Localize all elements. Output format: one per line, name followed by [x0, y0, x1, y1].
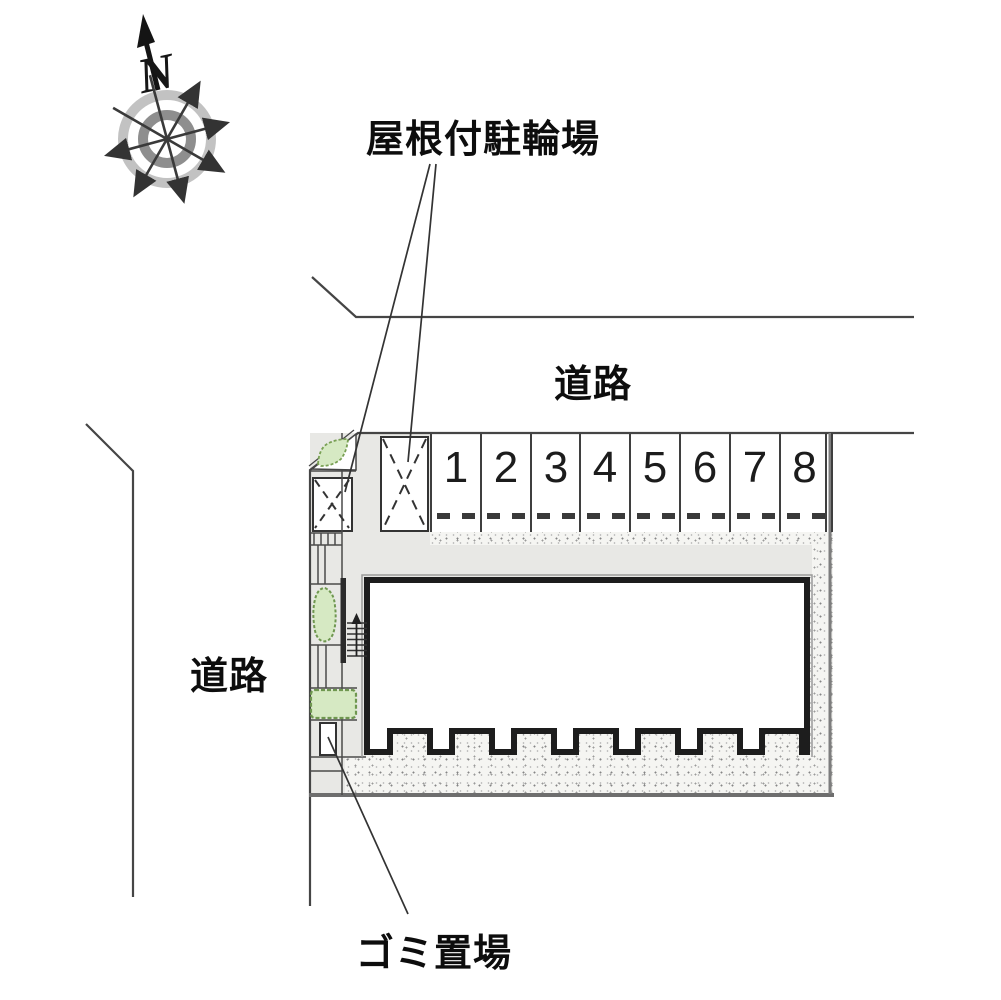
covered-bicycle-parking-box-1 — [312, 477, 353, 532]
garbage-spot-box — [319, 722, 337, 756]
stall-number: 2 — [493, 443, 519, 492]
parking-stall-8: 8 — [779, 433, 828, 532]
covered-bicycle-parking-box-2 — [380, 436, 429, 532]
road-left-line — [85, 423, 135, 897]
parking-stall-5: 5 — [629, 433, 679, 532]
stall-number: 6 — [692, 443, 718, 492]
stall-number: 8 — [792, 443, 817, 492]
parking-stall-7: 7 — [729, 433, 779, 532]
stall-number: 7 — [742, 443, 768, 492]
stall-number: 4 — [592, 443, 618, 492]
road-top-label: 道路 — [554, 364, 633, 406]
parking-stall-2: 2 — [480, 433, 530, 532]
walkway-band — [344, 545, 812, 577]
side-walkway — [342, 545, 366, 757]
bicycle-parking-label: 屋根付駐輪場 — [366, 119, 601, 161]
road-left-label: 道路 — [190, 656, 269, 698]
compass-north-label: N — [132, 41, 180, 105]
parking-stall-4: 4 — [579, 433, 629, 532]
stall-number: 1 — [443, 443, 469, 492]
stall-number: 5 — [642, 443, 668, 492]
garbage-label: ゴミ置場 — [356, 933, 513, 975]
parking-stall-6: 6 — [679, 433, 729, 532]
stall-number: 3 — [543, 443, 569, 492]
parking-stall-1: 1 — [430, 433, 480, 532]
parking-stall-3: 3 — [530, 433, 580, 532]
